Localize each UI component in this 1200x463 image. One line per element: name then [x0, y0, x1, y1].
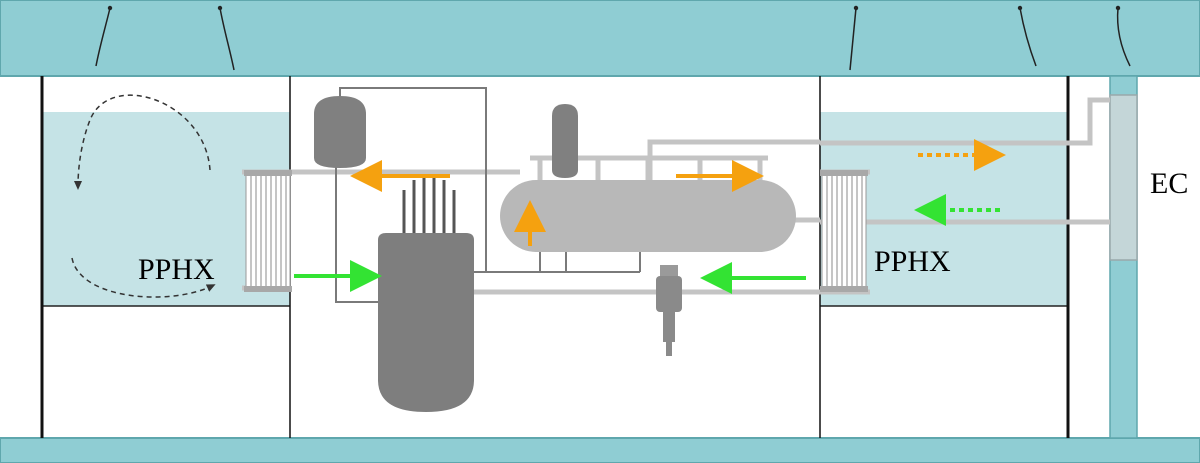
- label-pphx-left: PPHX: [138, 253, 215, 286]
- top-slab: [0, 0, 1200, 77]
- left-heat-exchanger: [244, 170, 292, 292]
- containment-walls: [40, 76, 1070, 438]
- circulation-arrows: [71, 94, 216, 298]
- reactor-vessel: [378, 233, 474, 412]
- bottom-slab: [0, 437, 1200, 463]
- cold-flow-arrows: [294, 194, 1000, 294]
- label-ec: EC: [1150, 167, 1188, 200]
- pressurizer: [314, 96, 366, 168]
- ec-pipes: [820, 97, 1110, 225]
- horizontal-drum: [500, 180, 796, 252]
- ec-exchanger: [1109, 94, 1138, 261]
- top-hangers: [95, 5, 1131, 71]
- pump: [656, 265, 682, 356]
- hot-flow-arrows: [350, 139, 1006, 246]
- right-heat-exchanger: [820, 170, 868, 292]
- control-rods: [402, 178, 456, 240]
- small-vessel: [552, 104, 578, 178]
- label-pphx-right: PPHX: [874, 245, 951, 278]
